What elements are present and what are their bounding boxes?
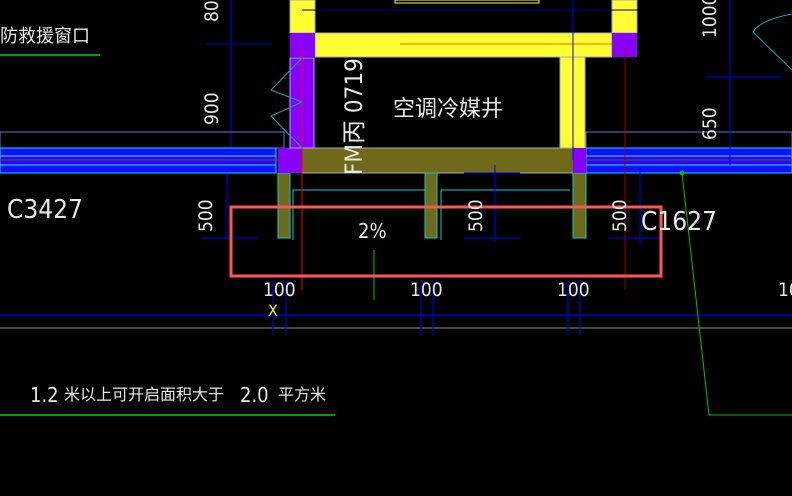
note-area: 2.0 (240, 383, 269, 407)
dim-100: 100 (263, 279, 296, 301)
note-height: 1.2 (30, 383, 59, 407)
dim-100: 100 (410, 279, 443, 301)
dim-500-mid: 500 (465, 199, 487, 232)
dim-800: 800 (201, 0, 223, 22)
wall (394, 0, 540, 4)
door-swing (752, 13, 792, 71)
slab-outline (440, 189, 570, 240)
dim-100: 10 (778, 279, 792, 301)
slope-label: 2% (358, 219, 387, 243)
dim-500-right: 500 (609, 199, 631, 232)
wall (289, 0, 316, 34)
highlight-box (229, 205, 663, 278)
dimension-ticks (272, 280, 581, 335)
leader-line (681, 172, 792, 416)
note-text: 米以上可开启面积大于 (64, 385, 224, 404)
dim-650: 650 (699, 107, 721, 140)
window-frame-outline (585, 131, 792, 149)
dim-900: 900 (201, 92, 223, 125)
window-frame-outline (0, 131, 285, 149)
note-unit: 平方米 (278, 385, 326, 404)
wall (611, 0, 638, 34)
window-tag-left: C3427 (7, 195, 83, 225)
column (573, 148, 586, 173)
slab-outline (292, 189, 425, 240)
wall (314, 32, 613, 58)
column (278, 148, 302, 173)
dim-1000: 1000 (699, 0, 721, 38)
leader-point (679, 170, 685, 176)
room-name: 空调冷媒井 (393, 97, 503, 122)
dim-100: 100 (557, 279, 590, 301)
window-tag-right: C1627 (641, 207, 717, 237)
snap-marker-icon: X (268, 301, 278, 320)
fire-rescue-window-label: 防救援窗口 (0, 26, 90, 47)
door-tag: FM丙 0719 (340, 58, 368, 175)
dim-500-left: 500 (195, 199, 217, 232)
slab (301, 147, 575, 174)
